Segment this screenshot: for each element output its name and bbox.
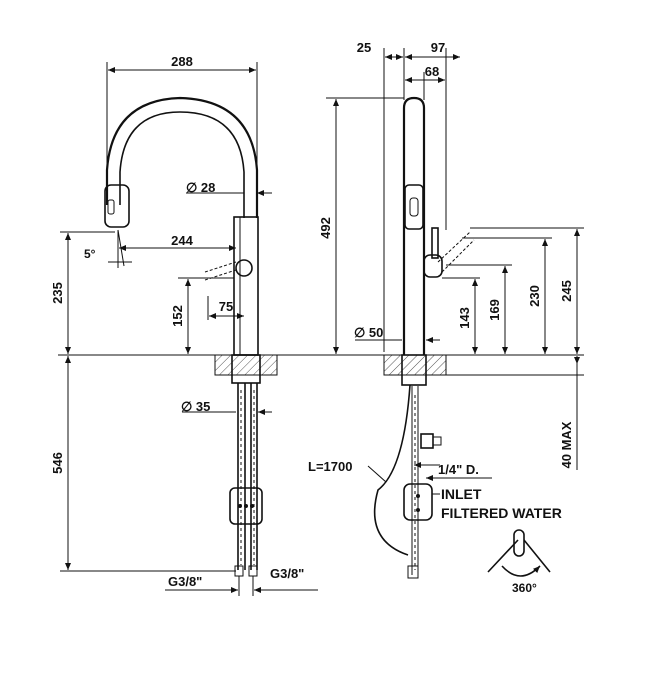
rotation-label: 360°: [512, 581, 537, 595]
dim-244: 244: [171, 233, 193, 248]
side-spout: [402, 96, 426, 355]
dim-235: 235: [50, 282, 65, 304]
dim-152: 152: [170, 305, 185, 327]
dim-245: 245: [559, 280, 574, 302]
filter-connection-label: 1/4" D.: [438, 462, 479, 477]
spray-head: [104, 184, 130, 228]
dim-546: 546: [50, 452, 65, 474]
dim-diameter-35: ∅ 35: [181, 399, 210, 414]
filtered-water-label: FILTERED WATER: [441, 505, 562, 521]
faucet-body: [233, 216, 259, 356]
dim-connection-right: G3/8": [270, 566, 304, 581]
side-hose: [373, 384, 411, 556]
lever-dashed: [204, 261, 237, 281]
dim-97: 97: [431, 40, 445, 55]
dim-diameter-28: ∅ 28: [186, 180, 215, 195]
dim-169: 169: [487, 299, 502, 321]
dim-288: 288: [171, 54, 193, 69]
lever-knob: [235, 259, 253, 277]
side-spray-head: [404, 184, 424, 230]
dim-492: 492: [318, 217, 333, 239]
dim-diameter-50: ∅ 50: [354, 325, 383, 340]
spout-outer: [105, 96, 259, 218]
rotation-360-icon: 360°: [487, 529, 551, 595]
spray-button: [107, 199, 115, 215]
spout-inner: [119, 111, 245, 218]
dim-68: 68: [425, 64, 439, 79]
dim-40-max: 40 MAX: [559, 421, 574, 468]
dim-75: 75: [219, 299, 233, 314]
front-view: 288 ∅ 28 5° 244 235 152 75 ∅ 35: [50, 54, 345, 596]
dim-25: 25: [357, 40, 371, 55]
dim-230: 230: [527, 285, 542, 307]
inlet-label: INLET: [441, 486, 482, 502]
dim-tilt-angle: 5°: [84, 247, 96, 261]
dim-143: 143: [457, 307, 472, 329]
side-counter-section: [383, 354, 447, 376]
side-view: 25 97 68 492 ∅ 50 143 169 230 245 40 MAX: [308, 40, 584, 595]
supply-hoses: [237, 383, 258, 570]
inline-box: [229, 487, 263, 525]
counter-section: [214, 354, 278, 376]
side-inline-box: [403, 483, 433, 521]
hose-length-label: L=1700: [308, 459, 352, 474]
dim-connection-left: G3/8": [168, 574, 202, 589]
